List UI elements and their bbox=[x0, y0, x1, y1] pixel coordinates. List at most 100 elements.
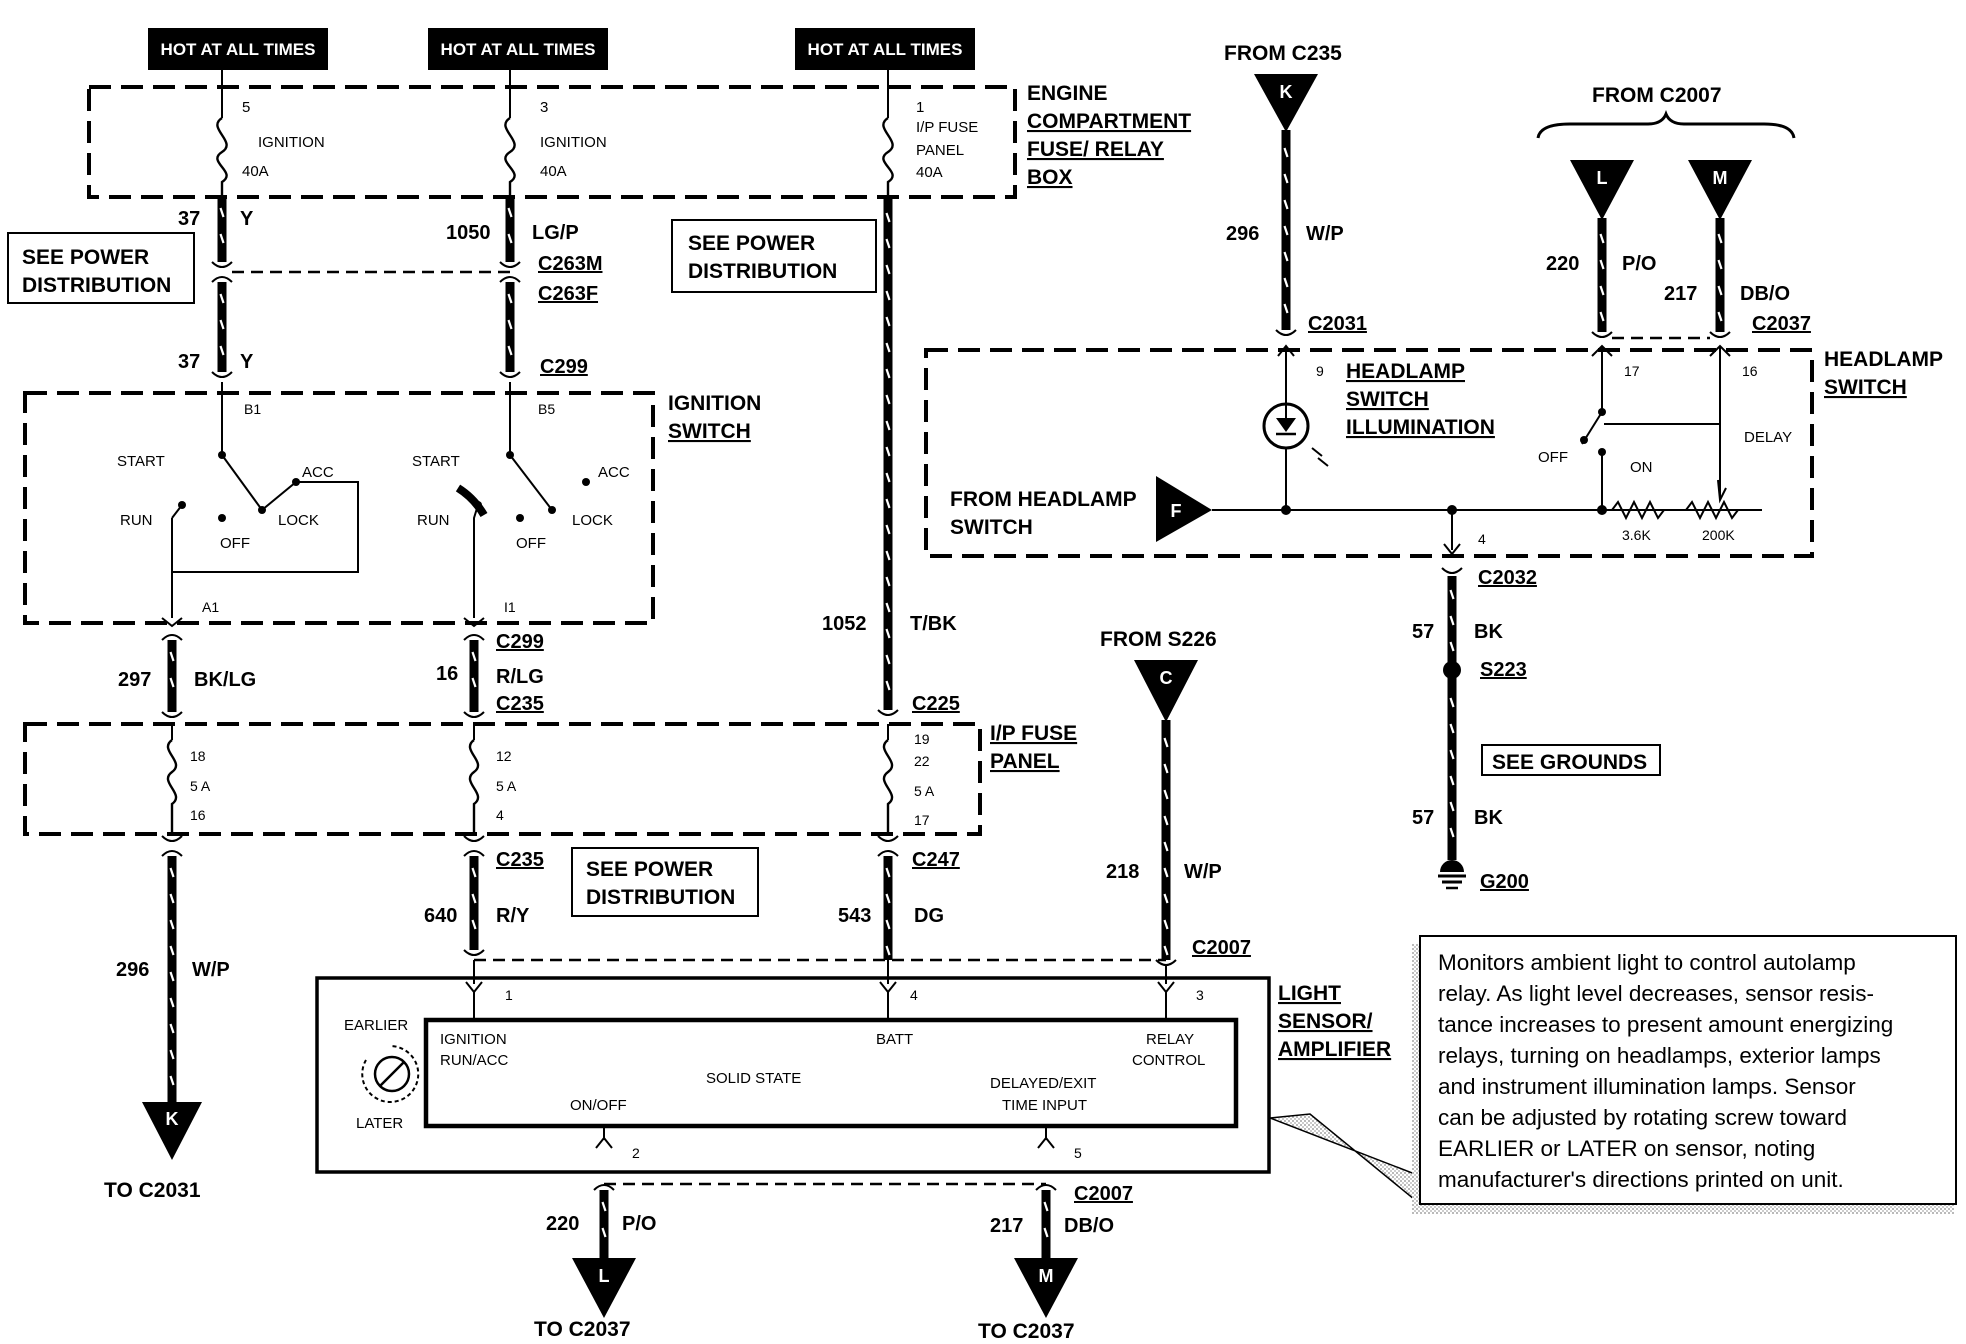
light-sensor-inner-labels: IGNITION RUN/ACC BATT RELAY CONTROL SOLI… bbox=[440, 1031, 1205, 1114]
svg-text:LOCK: LOCK bbox=[572, 512, 613, 529]
fuse-ip-18: 18 5 A 16 bbox=[166, 724, 211, 834]
svg-text:297: 297 bbox=[118, 669, 151, 691]
svg-text:1: 1 bbox=[916, 99, 924, 116]
svg-text:C: C bbox=[1160, 668, 1173, 688]
ip-fuse-panel-outline bbox=[23, 722, 982, 836]
svg-text:P/O: P/O bbox=[1622, 253, 1656, 275]
svg-text:ENGINE: ENGINE bbox=[1027, 82, 1108, 105]
svg-text:SOLID STATE: SOLID STATE bbox=[706, 1070, 801, 1087]
svg-text:START: START bbox=[117, 453, 165, 470]
svg-text:296: 296 bbox=[1226, 223, 1259, 245]
connector-c263f: C263F bbox=[538, 283, 598, 305]
svg-text:16: 16 bbox=[190, 807, 206, 823]
svg-text:PANEL: PANEL bbox=[990, 750, 1060, 773]
svg-text:57: 57 bbox=[1412, 807, 1434, 829]
svg-text:543: 543 bbox=[838, 905, 871, 927]
svg-text:IGNITION: IGNITION bbox=[440, 1031, 507, 1048]
wire-217-bottom: 217 DB/O bbox=[990, 1184, 1114, 1262]
hot-label-1: HOT AT ALL TIMES bbox=[148, 28, 328, 70]
light-sensor-pins-top: 1 4 3 bbox=[465, 981, 1204, 1020]
svg-text:W/P: W/P bbox=[1184, 861, 1222, 883]
wire-16: 16 R/LG bbox=[436, 617, 544, 718]
svg-text:EARLIER or LATER on sensor, no: EARLIER or LATER on sensor, noting bbox=[1438, 1136, 1815, 1161]
svg-text:SEE GROUNDS: SEE GROUNDS bbox=[1492, 751, 1647, 774]
svg-text:SEE POWER: SEE POWER bbox=[688, 232, 815, 255]
svg-text:218: 218 bbox=[1106, 861, 1139, 883]
terminal-l-top: L bbox=[1570, 160, 1634, 220]
from-c235-label: FROM C235 bbox=[1224, 42, 1342, 65]
svg-text:DELAY: DELAY bbox=[1744, 429, 1792, 446]
svg-text:RUN/ACC: RUN/ACC bbox=[440, 1052, 509, 1069]
from-headlamp-switch-line2: SWITCH bbox=[950, 516, 1033, 539]
svg-text:4: 4 bbox=[1478, 531, 1486, 547]
svg-text:CONTROL: CONTROL bbox=[1132, 1052, 1205, 1069]
svg-text:5: 5 bbox=[1074, 1145, 1082, 1161]
svg-text:SEE POWER: SEE POWER bbox=[22, 246, 149, 269]
svg-text:OFF: OFF bbox=[220, 535, 250, 552]
svg-text:DISTRIBUTION: DISTRIBUTION bbox=[688, 260, 837, 283]
svg-text:16: 16 bbox=[1742, 363, 1758, 379]
svg-text:R/Y: R/Y bbox=[496, 905, 530, 927]
svg-text:19: 19 bbox=[914, 731, 930, 747]
svg-text:and instrument illumination la: and instrument illumination lamps. Senso… bbox=[1438, 1074, 1856, 1099]
terminal-m-bottom: M bbox=[1014, 1258, 1078, 1318]
terminal-k-bottom: K bbox=[142, 1102, 202, 1160]
svg-text:296: 296 bbox=[116, 959, 149, 981]
svg-text:Monitors ambient light to cont: Monitors ambient light to control autola… bbox=[1438, 950, 1856, 975]
terminal-l-bottom: L bbox=[572, 1258, 636, 1318]
svg-text:DB/O: DB/O bbox=[1740, 283, 1790, 305]
svg-text:L: L bbox=[1597, 168, 1608, 188]
connector-c247: C247 bbox=[912, 849, 960, 871]
svg-text:relay. As light level decreas: relay. As light level decreases, sensor … bbox=[1438, 981, 1874, 1006]
headlamp-switch-outline bbox=[924, 348, 1814, 558]
terminal-m-top: M bbox=[1688, 160, 1752, 220]
wire-297: 297 BK/LG bbox=[118, 617, 256, 718]
engine-box-title: ENGINE COMPARTMENT FUSE/ RELAY BOX bbox=[1027, 82, 1191, 189]
see-power-distribution-2: SEE POWER DISTRIBUTION bbox=[671, 219, 877, 293]
svg-text:22: 22 bbox=[914, 753, 930, 769]
svg-text:40A: 40A bbox=[916, 164, 943, 181]
splice-s223: S223 bbox=[1480, 659, 1527, 681]
svg-text:37: 37 bbox=[178, 208, 200, 230]
svg-text:SWITCH: SWITCH bbox=[1824, 376, 1907, 399]
svg-text:IGNITION: IGNITION bbox=[258, 134, 325, 151]
from-c2007-label: FROM C2007 bbox=[1592, 84, 1722, 107]
svg-text:BK: BK bbox=[1474, 807, 1503, 829]
svg-text:57: 57 bbox=[1412, 621, 1434, 643]
svg-text:K: K bbox=[166, 1109, 179, 1129]
svg-text:BATT: BATT bbox=[876, 1031, 913, 1048]
connector-c235-bottom: C235 bbox=[496, 849, 544, 871]
svg-text:BK: BK bbox=[1474, 621, 1503, 643]
note-box bbox=[1419, 935, 1957, 1205]
svg-text:Y: Y bbox=[240, 351, 254, 373]
svg-text:A1: A1 bbox=[202, 599, 219, 615]
terminal-f: F bbox=[1156, 476, 1212, 542]
connector-c2032: C2032 bbox=[1478, 567, 1537, 589]
terminal-c: C bbox=[1134, 660, 1198, 722]
svg-text:DELAYED/EXIT: DELAYED/EXIT bbox=[990, 1075, 1096, 1092]
engine-fuse-box-outline bbox=[87, 85, 1017, 199]
svg-text:DISTRIBUTION: DISTRIBUTION bbox=[586, 886, 735, 909]
svg-text:BOX: BOX bbox=[1027, 166, 1073, 189]
from-c2007-brace bbox=[1536, 109, 1796, 139]
svg-text:5 A: 5 A bbox=[190, 778, 211, 794]
svg-text:5 A: 5 A bbox=[496, 778, 517, 794]
light-sensor-outer bbox=[315, 976, 1271, 1174]
svg-text:RELAY: RELAY bbox=[1146, 1031, 1194, 1048]
ignition-switch-contacts-2: B5 START RUN OFF LOCK ACC I1 bbox=[412, 382, 630, 618]
svg-text:217: 217 bbox=[1664, 283, 1697, 305]
ignition-switch-outline bbox=[23, 391, 655, 625]
fuse-ignition-2: 3 IGNITION 40A bbox=[504, 95, 607, 197]
svg-text:17: 17 bbox=[914, 812, 930, 828]
svg-text:1052: 1052 bbox=[822, 613, 867, 635]
svg-text:SEE POWER: SEE POWER bbox=[586, 858, 713, 881]
svg-text:M: M bbox=[1039, 1266, 1054, 1286]
svg-text:IGNITION: IGNITION bbox=[668, 392, 761, 415]
svg-text:12: 12 bbox=[496, 748, 512, 764]
ip-fuse-panel-title: I/P FUSE PANEL bbox=[990, 722, 1077, 773]
svg-text:T/BK: T/BK bbox=[910, 613, 957, 635]
svg-text:B5: B5 bbox=[538, 401, 555, 417]
svg-text:can be adjusted by rotating sc: can be adjusted by rotating screw toward bbox=[1438, 1105, 1847, 1130]
ground-g200: G200 bbox=[1480, 871, 1529, 893]
